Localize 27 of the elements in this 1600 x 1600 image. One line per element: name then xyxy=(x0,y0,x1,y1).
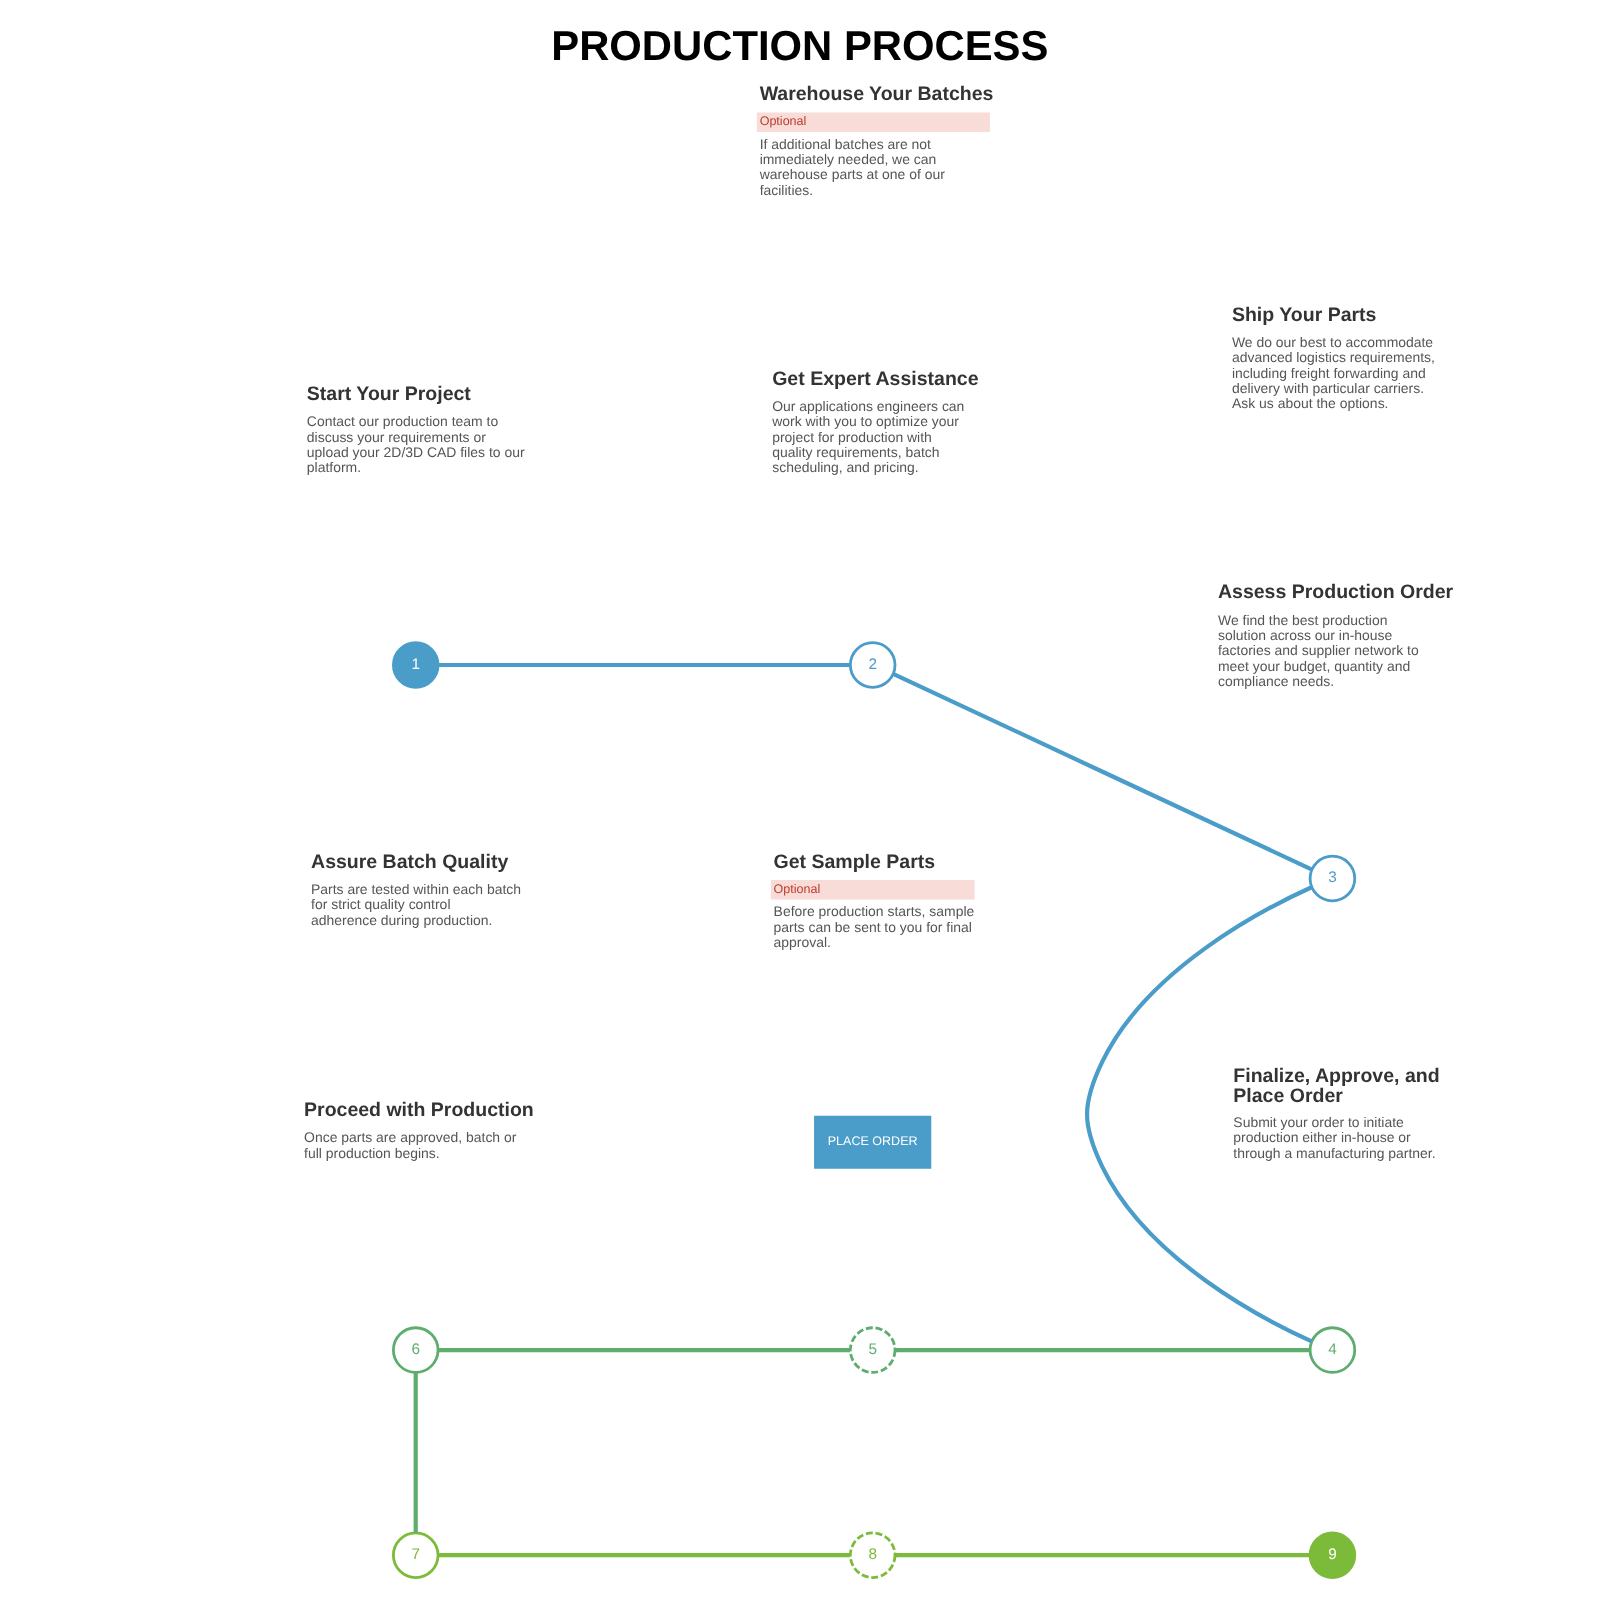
node-label: Proceed with Production xyxy=(303,1099,533,1122)
connector xyxy=(1084,885,1312,1344)
node-circle: 4 xyxy=(1307,1326,1356,1374)
diagram-title: PRODUCTION PROCESS xyxy=(550,24,1048,71)
connector xyxy=(437,1553,850,1558)
connector xyxy=(437,662,850,668)
node-circle: 3 xyxy=(1307,854,1356,903)
connector xyxy=(412,1372,417,1533)
node-label: Assure Batch Quality xyxy=(310,851,508,874)
node-label: Get Expert Assistance xyxy=(771,368,978,391)
node-label: Finalize, Approve, and Place Order xyxy=(1232,1066,1439,1109)
node-label: Assess Production Order xyxy=(1217,582,1453,605)
node-label: Get Sample Parts xyxy=(772,851,935,874)
node-label: Start Your Project xyxy=(305,384,470,407)
node-circle: 9 xyxy=(1307,1531,1356,1579)
node-label: Ship Your Parts xyxy=(1230,304,1376,327)
connector xyxy=(894,1553,1309,1558)
node-circle: 8 xyxy=(847,1531,896,1579)
node-circle: 1 xyxy=(391,641,439,689)
connector xyxy=(437,1348,850,1353)
connector xyxy=(894,1348,1309,1353)
node-label: Warehouse Your Batches xyxy=(758,84,993,107)
node-circle: 6 xyxy=(391,1326,439,1374)
connector xyxy=(891,672,1312,872)
node-circle: 2 xyxy=(847,641,896,689)
node-circle: 7 xyxy=(391,1531,439,1579)
node-circle: 5 xyxy=(847,1326,896,1374)
